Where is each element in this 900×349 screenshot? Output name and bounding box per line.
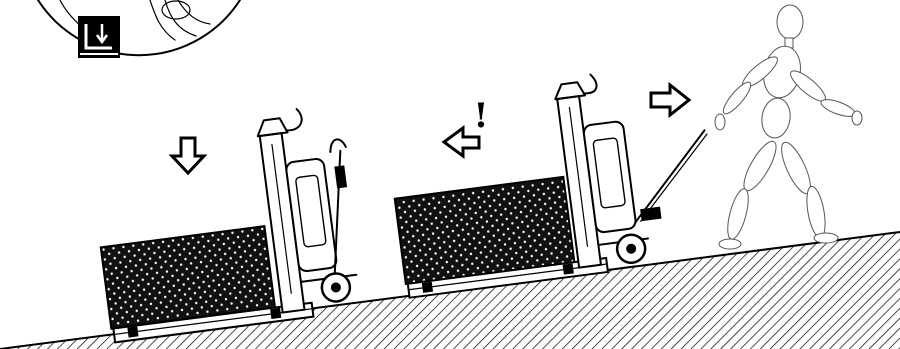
- detail-callout: [38, 0, 240, 55]
- arrow-down-icon: [172, 138, 204, 173]
- mast-top: [256, 118, 288, 137]
- mast-top: [553, 82, 585, 100]
- tiller: [625, 130, 715, 222]
- arrow-right-icon: [651, 85, 689, 115]
- operator-figure: [715, 5, 862, 249]
- lower-forks-icon: [78, 16, 120, 58]
- warning-mark: !: [474, 96, 489, 136]
